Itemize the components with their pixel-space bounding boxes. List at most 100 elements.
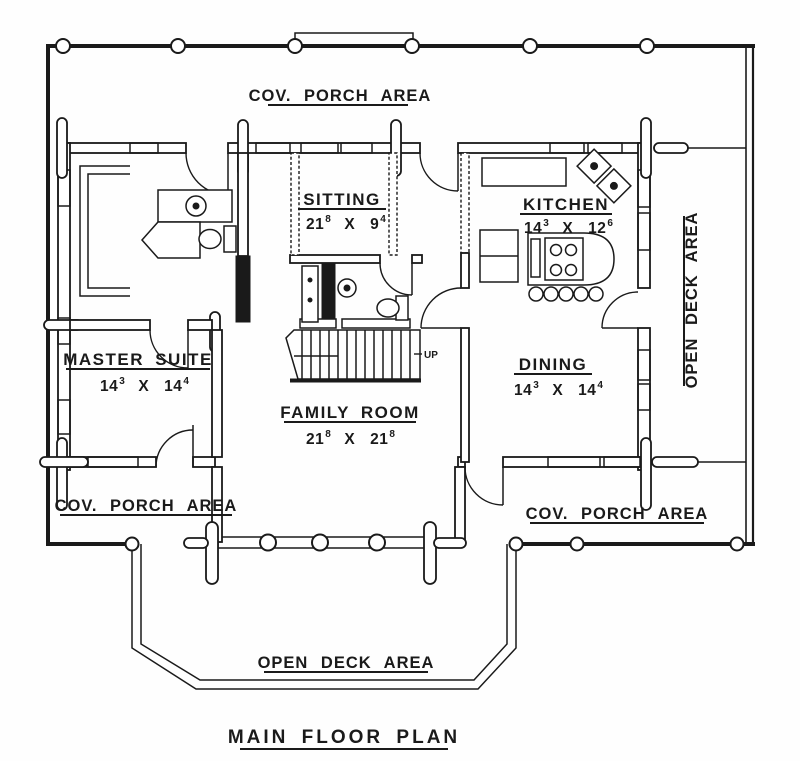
kitchen-fixtures <box>479 148 632 302</box>
walk-in-closet <box>79 165 130 297</box>
porch-post <box>170 38 186 54</box>
deck-outline-inner <box>140 544 508 681</box>
window <box>340 142 373 154</box>
porch-post <box>522 38 538 54</box>
hall-wall <box>411 254 423 264</box>
window <box>549 142 585 154</box>
dining-hall-door <box>420 287 462 329</box>
bath-wall <box>237 152 249 257</box>
burner <box>549 243 563 257</box>
deck-post <box>508 536 524 552</box>
window <box>57 317 71 345</box>
exterior-walls <box>39 117 746 585</box>
master-porch-door <box>155 425 194 468</box>
dining-wall-west <box>460 327 470 463</box>
log-end <box>433 537 467 549</box>
log-end <box>205 521 219 585</box>
stair-treads <box>301 330 411 379</box>
bar-stools <box>528 286 604 302</box>
master-wall-east <box>211 329 223 458</box>
deck-door <box>601 291 639 329</box>
sink-drain <box>192 202 200 210</box>
log-end <box>56 437 68 511</box>
sink-drain <box>343 284 351 292</box>
burner <box>564 243 578 257</box>
porch-post <box>55 38 71 54</box>
window <box>603 456 641 468</box>
cov-porch-bottom-left-label: COV. PORCH AREA <box>55 497 238 515</box>
cov-porch-bottom-right-label: COV. PORCH AREA <box>526 505 709 523</box>
log-end <box>56 117 68 179</box>
burner <box>549 263 563 277</box>
porch-door <box>464 466 504 506</box>
bathroom-2-fixtures <box>301 265 409 323</box>
master-entry-door <box>149 329 189 369</box>
window-post <box>311 533 329 552</box>
sitting-wall-west <box>290 152 300 256</box>
stair-rail <box>341 318 411 329</box>
dining-label: DINING <box>519 355 588 374</box>
window <box>57 399 71 435</box>
plumbing-wall <box>321 257 336 323</box>
stairs: UP <box>285 318 438 383</box>
log-end <box>651 456 699 468</box>
entry-door <box>185 152 229 196</box>
sitting-label: SITTING <box>303 190 381 209</box>
master-wall-north <box>69 319 151 331</box>
toilet-bowl <box>198 228 222 250</box>
bath-door <box>379 262 413 296</box>
island-cabinet <box>530 238 541 278</box>
knob <box>307 277 313 283</box>
porch-deck-boundary <box>46 32 755 690</box>
porch-post <box>287 38 303 54</box>
porch-post <box>569 536 585 552</box>
window <box>547 456 601 468</box>
log-end <box>653 142 689 154</box>
interior-walls <box>69 152 470 463</box>
window <box>637 212 651 251</box>
porch-post <box>729 536 745 552</box>
up-label: UP <box>424 350 438 361</box>
deck-post <box>124 536 140 552</box>
plumbing-wall <box>235 255 251 323</box>
plan-title: MAIN FLOOR PLAN <box>228 727 460 748</box>
bathroom-1-fixtures <box>140 189 237 259</box>
toilet-tank <box>223 225 237 253</box>
family-room-label: FAMILY ROOM <box>280 403 420 422</box>
log-end <box>640 437 652 511</box>
cabinet <box>301 265 319 323</box>
corner-sink <box>576 148 632 204</box>
open-deck-right-label-group: OPEN DECK AREA <box>683 212 701 389</box>
cooktop <box>544 237 584 281</box>
kitchen-label: KITCHEN <box>523 195 609 214</box>
window <box>587 142 623 154</box>
counter <box>481 157 567 187</box>
window <box>300 142 339 154</box>
window <box>637 349 651 381</box>
deck-outline-outer <box>131 544 517 690</box>
toilet-bowl <box>376 298 400 318</box>
window <box>637 383 651 411</box>
window-post <box>259 533 277 552</box>
cabinet <box>140 221 201 259</box>
log-end <box>640 117 652 179</box>
cov-porch-top-label: COV. PORCH AREA <box>249 87 432 105</box>
window <box>255 142 291 154</box>
porch-post <box>639 38 655 54</box>
open-deck-bottom-label: OPEN DECK AREA <box>258 654 435 672</box>
knob <box>307 297 313 303</box>
master-suite-label: MASTER SUITE <box>63 350 213 369</box>
log-end <box>183 537 209 549</box>
log-end <box>39 456 89 468</box>
kitchen-door <box>419 152 459 192</box>
hall-wall <box>289 254 381 264</box>
window-post <box>368 533 386 552</box>
